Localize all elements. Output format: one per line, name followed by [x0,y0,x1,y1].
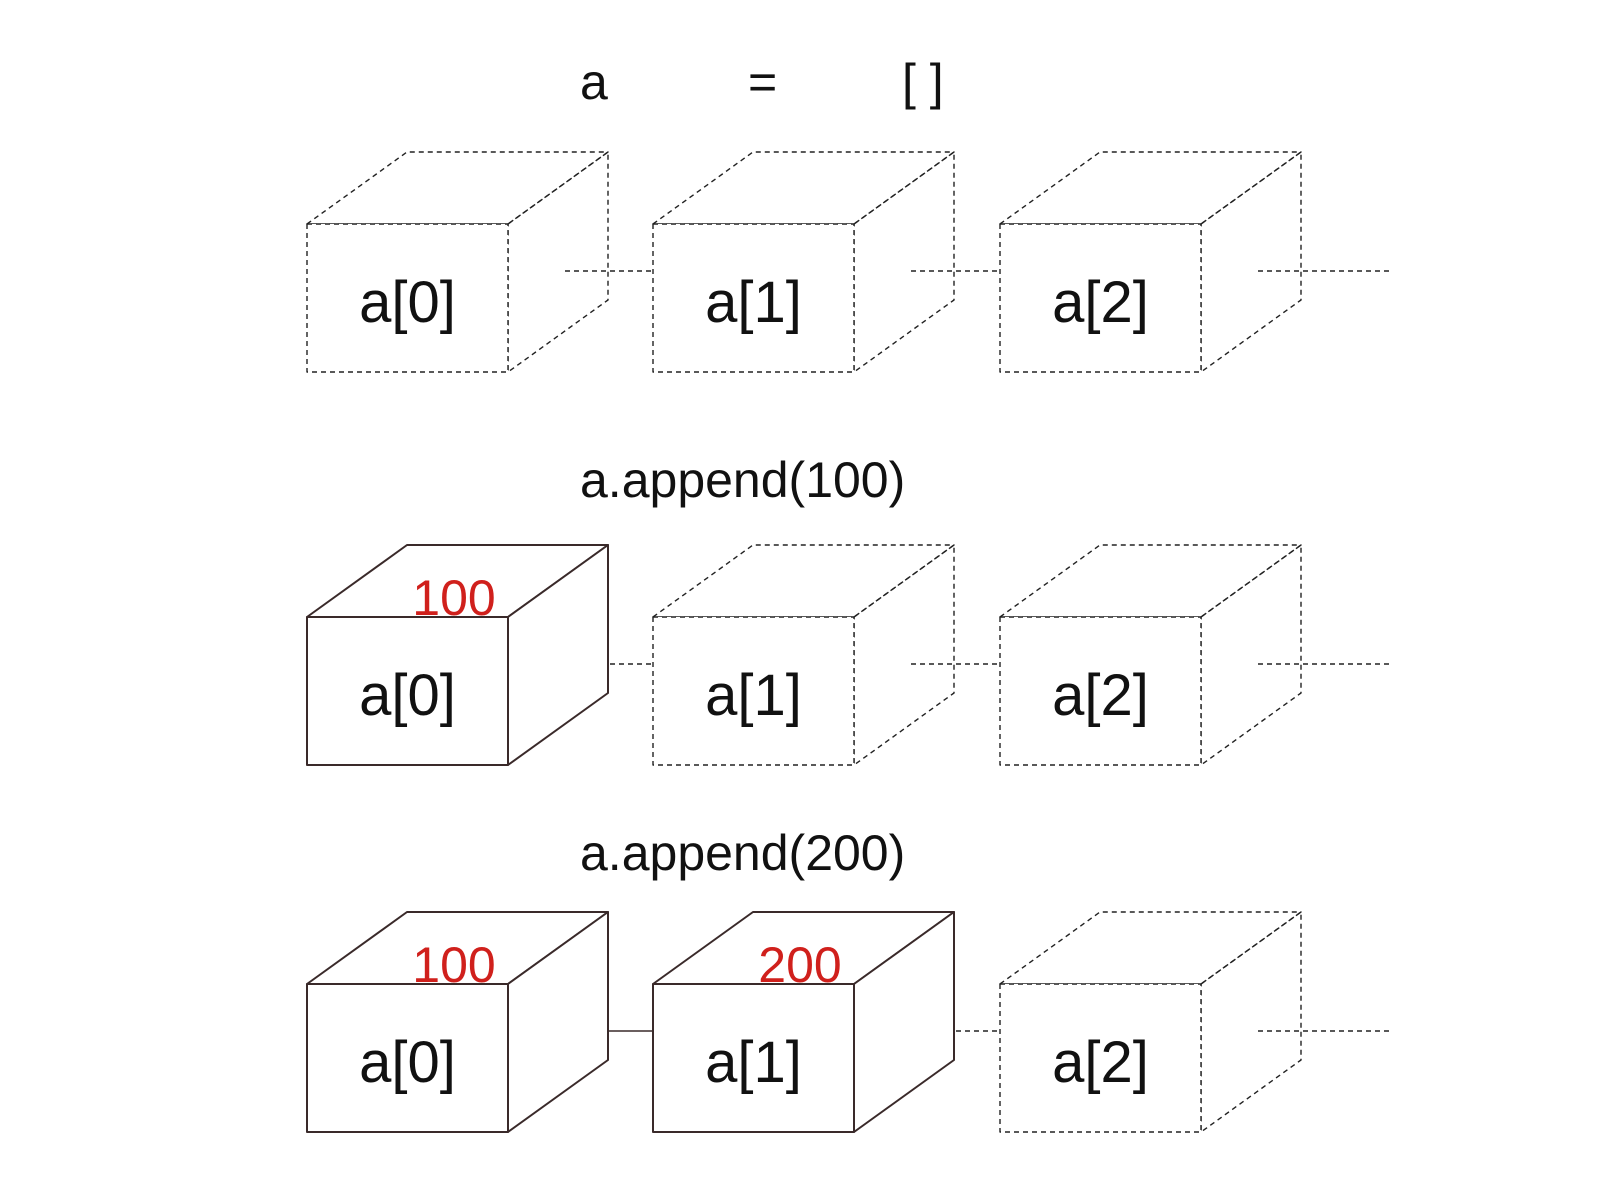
list-cell-empty: a[2] [1000,912,1301,1132]
cell-side-face [1201,152,1301,372]
cell-side-face [854,152,954,372]
cell-index-label: a[0] [359,1030,456,1095]
statement-init: a = [ ] [580,54,944,110]
cell-side-face [854,545,954,765]
statement-var-name: a [580,54,608,110]
cell-index-label: a[0] [359,270,456,335]
cell-side-face [508,152,608,372]
list-cell-empty: a[1] [653,545,954,765]
cell-top-face [653,152,954,224]
rows-layer: a[0]a[1]a[2]100a[0]a[1]a[2]100a[0]200a[1… [307,152,1391,1132]
statement-append-200: a.append(200) [580,825,905,881]
statement-empty-list: [ ] [902,54,944,110]
cell-index-label: a[0] [359,663,456,728]
cell-index-label: a[2] [1052,663,1149,728]
list-cell-empty: a[0] [307,152,608,372]
statement-append-100: a.append(100) [580,452,905,508]
list-cell-empty: a[2] [1000,152,1301,372]
cell-top-face [307,152,608,224]
cell-index-label: a[2] [1052,1030,1149,1095]
row-empty-list: a[0] a[1] a[2] [307,152,1391,372]
cell-top-face [1000,545,1301,617]
cell-top-face [653,545,954,617]
cell-top-face [1000,912,1301,984]
cell-index-label: a[1] [705,663,802,728]
cell-side-face [1201,912,1301,1132]
list-cell-empty: a[1] [653,152,954,372]
cell-top-face [1000,152,1301,224]
list-cell-empty: a[2] [1000,545,1301,765]
statement-equals: = [748,54,777,110]
cell-index-label: a[1] [705,1030,802,1095]
cell-index-label: a[1] [705,270,802,335]
cell-side-face [1201,545,1301,765]
cell-index-label: a[2] [1052,270,1149,335]
